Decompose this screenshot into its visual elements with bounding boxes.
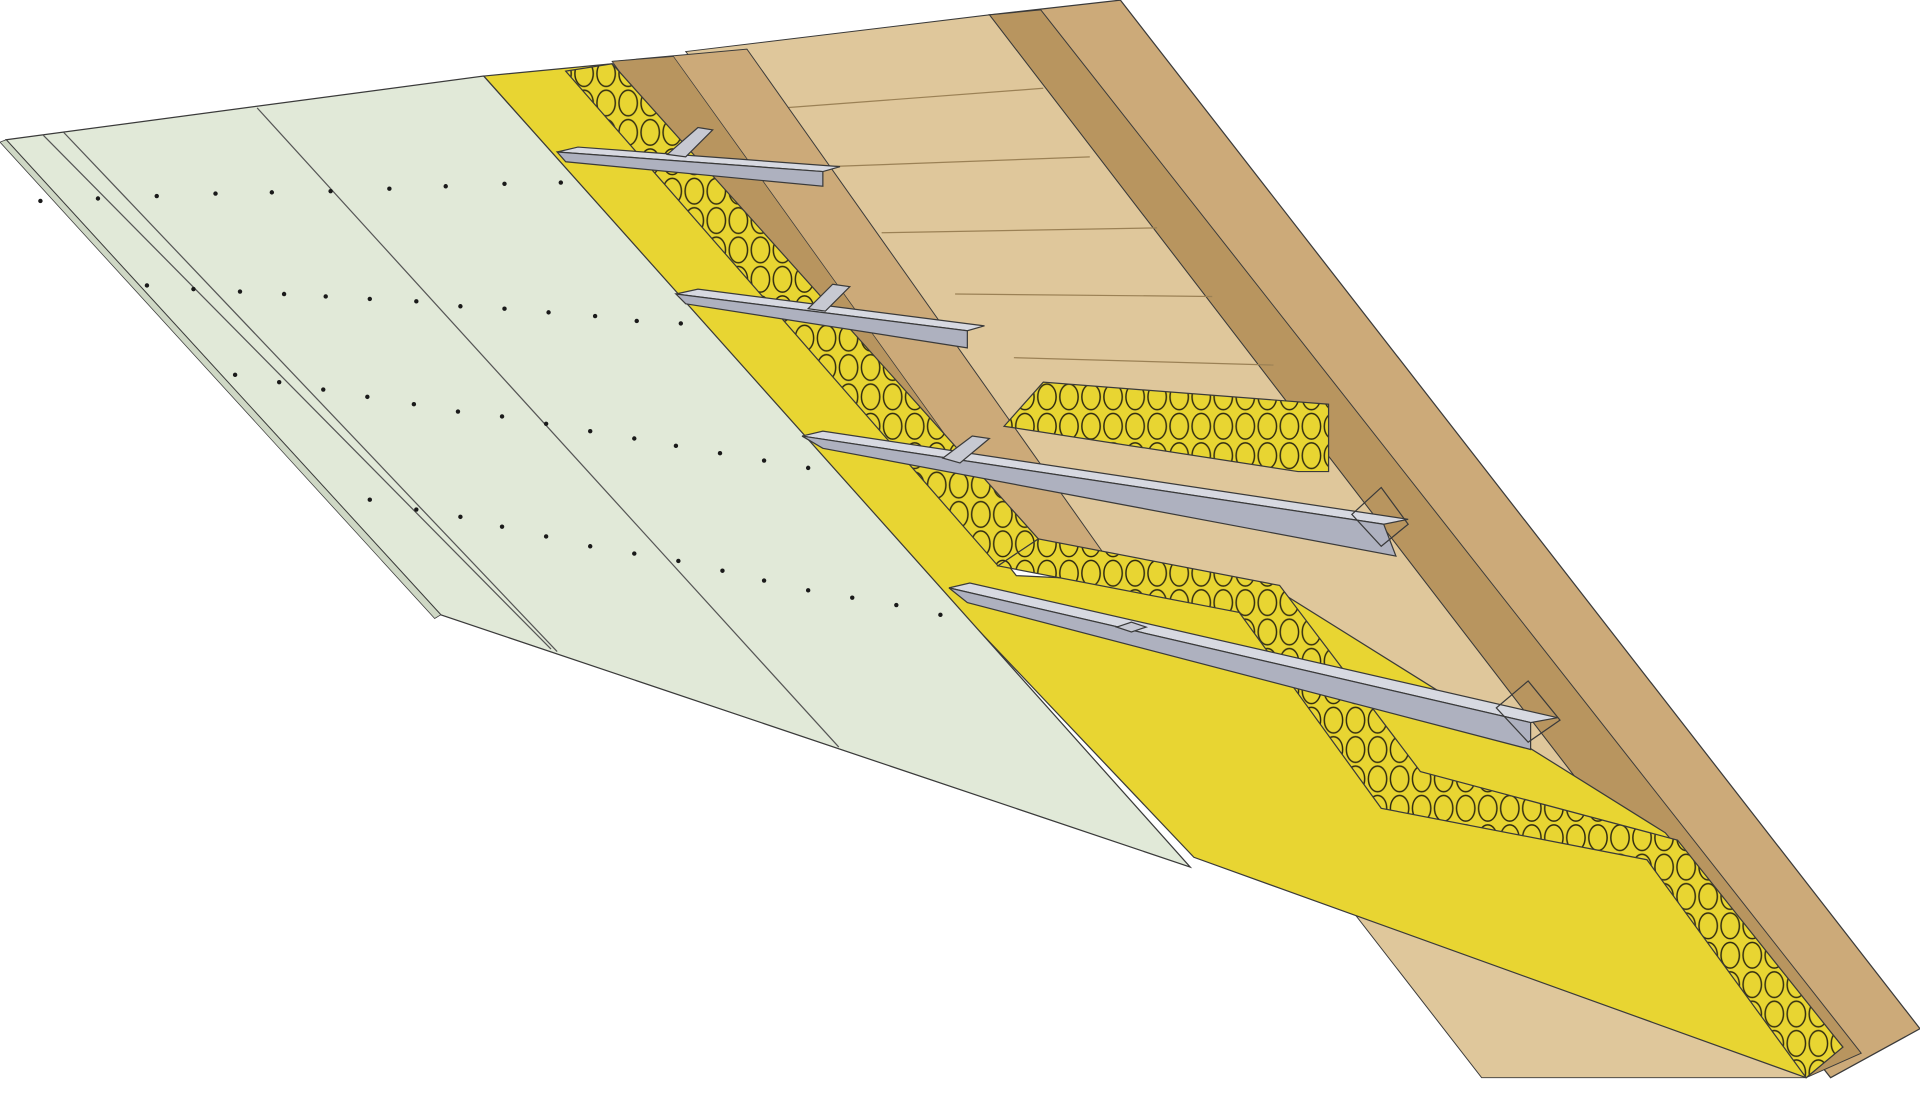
steel-furring-channel-3 [801,430,1410,557]
floor-board-joints [783,87,1274,366]
screw-fixings [38,180,943,618]
steel-furring-channel-1 [555,126,841,187]
steel-furring-channel-4 [948,582,1561,751]
plasterboard-joints [42,107,840,748]
steel-furring-channel-2 [674,283,985,349]
plasterboard-edge [0,139,442,619]
